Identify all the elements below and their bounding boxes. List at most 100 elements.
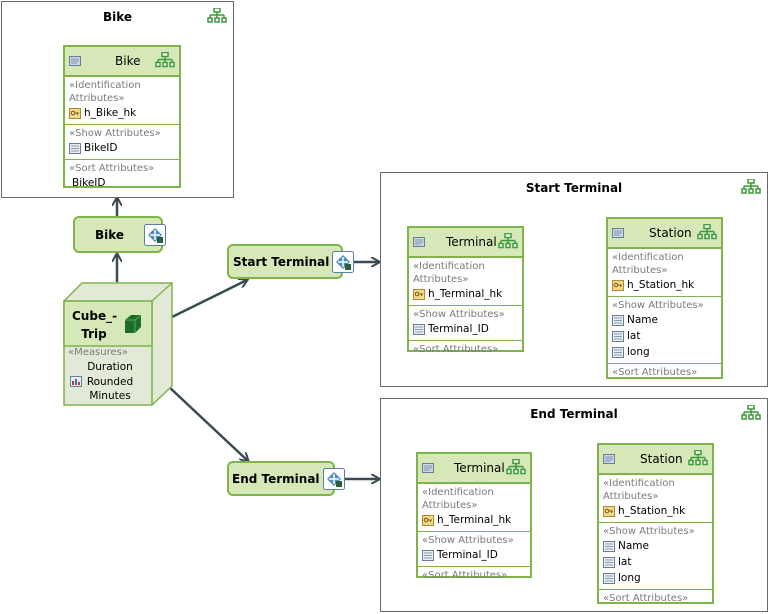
show-stereotype: «Show Attributes» [413,309,505,320]
attribute-icon [603,572,615,584]
attribute-icon [69,142,81,154]
show-stereotype: «Show Attributes» [603,526,695,537]
key-attribute-icon [612,279,624,291]
attribute-row[interactable]: h_Station_hk [603,503,708,519]
class-header: Bike [65,47,179,77]
frame-title: End Terminal [530,407,618,421]
attribute-row[interactable]: h_Terminal_hk [413,286,518,302]
attribute-name: Terminal_ID [437,549,498,561]
key-attribute-icon [603,505,615,517]
attribute-row[interactable]: Terminal_ID [422,547,526,563]
bike-level-class[interactable]: Bike «Identification Attributes» h_Bike_… [63,45,181,189]
attribute-name: long [627,346,650,358]
hierarchy-icon [741,405,761,420]
attribute-name: h_Station_hk [618,505,686,517]
arrow-cube-to-end-terminal [167,385,248,461]
show-section: «Show Attributes» Terminal_ID [418,532,530,567]
hierarchy-icon [506,459,526,475]
key-attribute-icon [413,288,425,300]
identification-section: «Identification Attributes» h_Station_hk [608,249,721,297]
attribute-icon [422,549,434,561]
class-name: Station [640,452,683,466]
attribute-name: lat [627,330,641,342]
show-section: «Show Attributes» Name lat long [608,297,721,364]
dimension-label: Start Terminal [233,254,330,269]
show-section: «Show Attributes» Terminal_ID [409,306,522,341]
attribute-row[interactable]: Name [603,538,708,554]
hierarchy-icon [498,233,518,249]
class-header: Terminal [409,228,522,258]
attribute-row[interactable]: long [612,344,717,360]
measure-icon [70,376,82,387]
attribute-icon [612,346,624,358]
sort-stereotype: «Sort Attributes» [603,593,689,604]
hierarchy-icon [741,179,761,194]
attribute-icon [612,314,624,326]
sort-stereotype: «Sort Attributes» [422,570,508,581]
class-header: Terminal [418,454,530,484]
attribute-row[interactable]: long [603,570,708,586]
attribute-row[interactable]: lat [603,554,708,570]
attribute-name: Name [618,540,649,552]
attribute-name: h_Terminal_hk [428,288,503,300]
start-terminal-level-class[interactable]: Terminal «Identification Attributes» h_T… [407,226,524,355]
identification-stereotype: «Identification Attributes» [603,478,675,502]
dimension-label: Bike [95,227,125,242]
class-name: Bike [115,54,141,68]
class-name: Terminal [446,235,497,249]
attribute-name: Name [627,314,658,326]
attribute-name: long [618,572,641,584]
end-station-level-class[interactable]: Station «Identification Attributes» h_St… [597,443,714,604]
hierarchy-icon [207,8,227,23]
end-terminal-dimension[interactable]: End Terminal [227,461,345,496]
hierarchy-icon [155,52,175,68]
level-icon [612,228,624,238]
bike-dimension[interactable]: Bike [73,216,167,253]
attribute-name: h_Terminal_hk [437,514,512,526]
measures-stereotype: «Measures» [68,347,128,358]
cube-trip[interactable]: Cube_-Trip «Measures» Duration Rounded M… [64,301,152,405]
attribute-row[interactable]: BikeID [69,175,175,191]
sort-stereotype: «Sort Attributes» [612,367,698,378]
sort-section: «Sort Attributes» [608,364,721,382]
key-attribute-icon [69,107,81,119]
attribute-row[interactable]: Terminal_ID [413,321,518,337]
attribute-row[interactable]: Name [612,312,717,328]
start-terminal-dimension[interactable]: Start Terminal [227,244,355,279]
identification-section: «Identification Attributes» h_Terminal_h… [409,258,522,306]
attribute-row[interactable]: BikeID [69,140,175,156]
identification-section: «Identification Attributes» h_Terminal_h… [418,484,530,532]
sort-stereotype: «Sort Attributes» [69,163,155,174]
show-section: «Show Attributes» BikeID [65,125,179,160]
sort-section: «Sort Attributes» [599,590,712,608]
dimension-icon [144,223,167,246]
identification-stereotype: «Identification Attributes» [422,487,494,511]
key-attribute-icon [422,514,434,526]
sort-section: «Sort Attributes» [409,341,522,359]
sort-section: «Sort Attributes» [418,567,530,585]
cube-icon [125,314,142,333]
level-icon [603,454,615,464]
sort-section: «Sort Attributes» BikeID [65,160,179,194]
hierarchy-icon [697,224,717,240]
attribute-row[interactable]: lat [612,328,717,344]
start-station-level-class[interactable]: Station «Identification Attributes» h_St… [606,217,723,379]
arrow-cube-to-start-terminal [171,280,247,319]
measure-name: Duration Rounded Minutes [86,361,134,402]
attribute-row[interactable]: h_Bike_hk [69,105,175,121]
identification-stereotype: «Identification Attributes» [69,80,141,104]
attribute-name: Terminal_ID [428,323,489,335]
show-stereotype: «Show Attributes» [422,535,514,546]
attribute-row[interactable]: h_Station_hk [612,277,717,293]
attribute-name: BikeID [72,177,106,189]
attribute-row[interactable]: h_Terminal_hk [422,512,526,528]
cube-name: Cube_-Trip [72,309,118,341]
class-header: Station [608,219,721,249]
attribute-name: BikeID [84,142,118,154]
frame-title: Bike [102,10,133,24]
dimension-icon [322,467,345,490]
end-terminal-level-class[interactable]: Terminal «Identification Attributes» h_T… [416,452,532,581]
hierarchy-icon [688,450,708,466]
class-header: Station [599,445,712,475]
dimension-icon [332,250,355,273]
